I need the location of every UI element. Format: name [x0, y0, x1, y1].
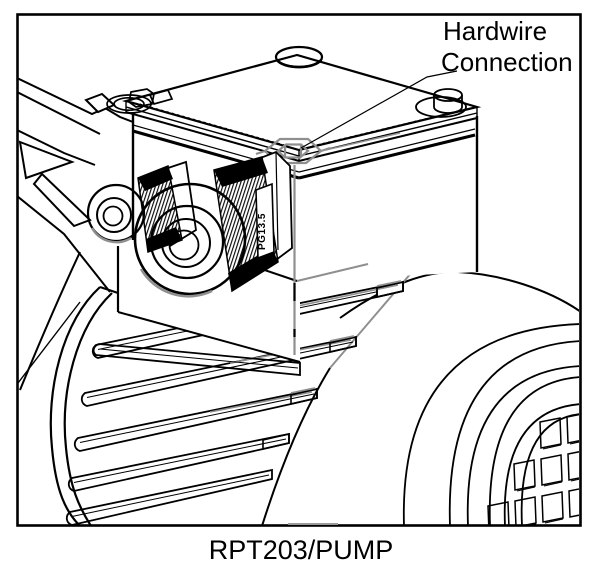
left-corner-bolt [106, 88, 174, 114]
gland-label-strip [255, 182, 275, 260]
drawing-content: PG13.5 Hardwire Connection [18, 16, 579, 525]
mounting-panel [92, 246, 301, 376]
gland-size-label: PG13.5 [257, 213, 268, 250]
fan-cover [339, 270, 579, 525]
annotation-line2: Connection [441, 47, 573, 77]
motor-front-edge [261, 367, 331, 525]
annotation-leader-line [300, 70, 458, 149]
large-cable-gland: PG13.5 [133, 150, 293, 298]
motor-end-bell [49, 285, 119, 525]
figure-caption: RPT203/PUMP [209, 535, 394, 565]
pump-bracket-lines [18, 77, 134, 391]
lid-fasteners [106, 45, 467, 165]
vent-grid [487, 413, 579, 525]
right-corner-bolt [415, 88, 467, 118]
hidden-line-border-mark [288, 523, 338, 525]
fin-end-steps [262, 280, 404, 451]
annotation-line1: Hardwire [443, 16, 547, 46]
